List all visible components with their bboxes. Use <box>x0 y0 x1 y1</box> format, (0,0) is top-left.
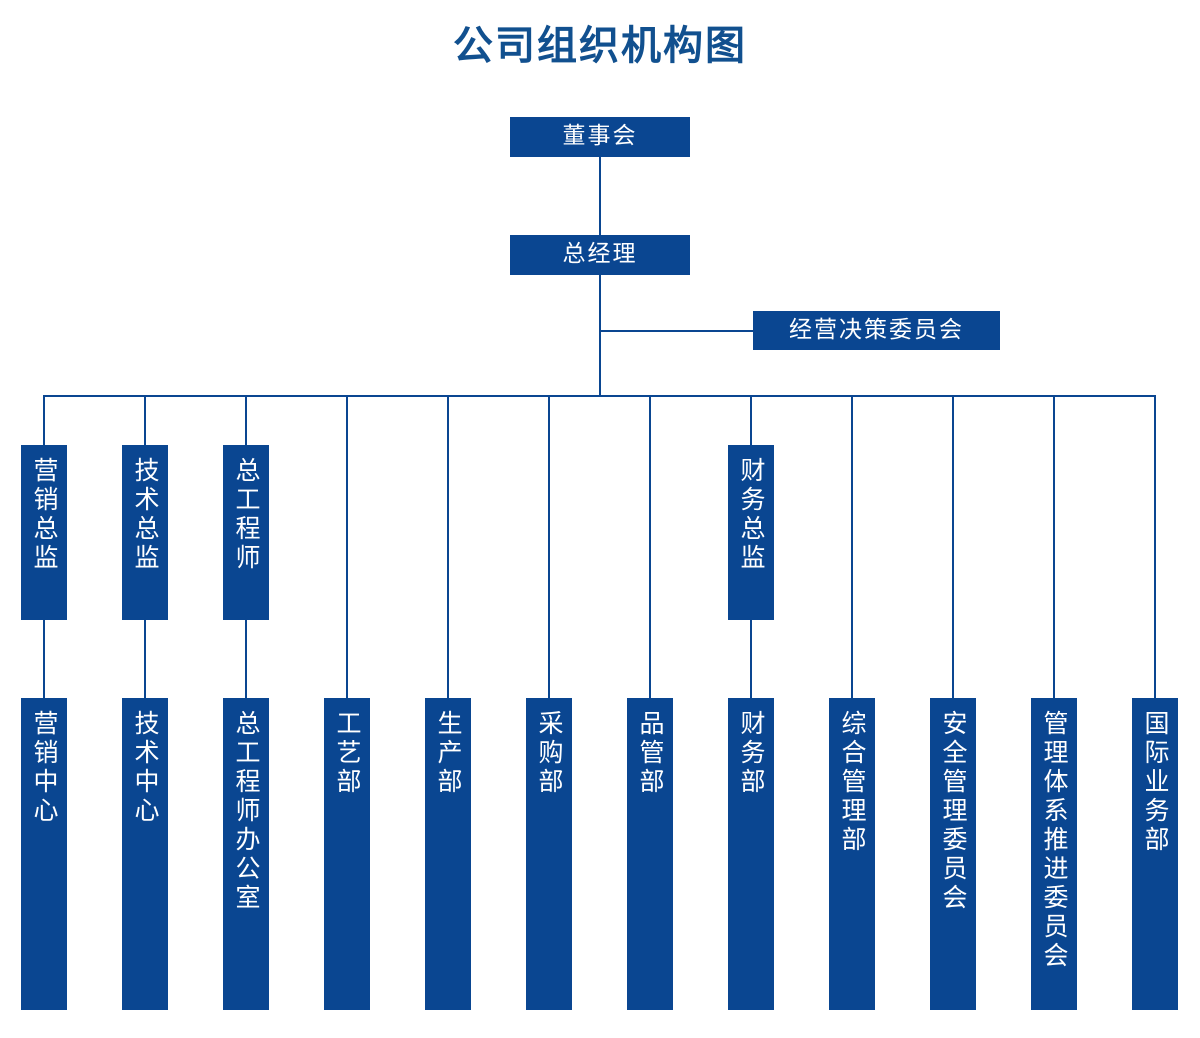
node-dept-chief-engineer-office-label: 总工程师办公室 <box>232 710 261 913</box>
node-decision-committee[interactable]: 经营决策委员会 <box>753 311 1000 350</box>
node-director-finance[interactable]: 财务总监 <box>728 445 774 620</box>
node-decision-committee-label: 经营决策委员会 <box>789 316 964 343</box>
node-chief-engineer[interactable]: 总工程师 <box>223 445 269 620</box>
node-director-finance-label: 财务总监 <box>737 457 766 573</box>
node-director-technology-label: 技术总监 <box>131 457 160 573</box>
node-dept-chief-engineer-office[interactable]: 总工程师办公室 <box>223 698 269 1010</box>
node-board[interactable]: 董事会 <box>510 117 690 157</box>
connector-drop-10 <box>952 395 954 698</box>
node-dept-production[interactable]: 生产部 <box>425 698 471 1010</box>
node-dept-management-system-committee[interactable]: 管理体系推进委员会 <box>1031 698 1077 1010</box>
node-dept-quality-control-label: 品管部 <box>636 710 665 797</box>
node-dept-international-business-label: 国际业务部 <box>1141 710 1170 855</box>
node-dept-international-business[interactable]: 国际业务部 <box>1132 698 1178 1010</box>
node-director-marketing-label: 营销总监 <box>30 457 59 573</box>
connector-drop-4 <box>346 395 348 698</box>
node-general-manager-label: 总经理 <box>562 241 638 268</box>
connector-drop-3 <box>245 395 247 445</box>
connector-drop-1 <box>43 395 45 445</box>
node-dept-technology-center[interactable]: 技术中心 <box>122 698 168 1010</box>
connector-to-decision-committee <box>599 330 754 332</box>
connector-board-to-general-manager <box>599 157 601 235</box>
connector-drop-8 <box>750 395 752 445</box>
node-general-manager[interactable]: 总经理 <box>510 235 690 275</box>
connector-marketing-director-to-center <box>43 620 45 698</box>
connector-drop-2 <box>144 395 146 445</box>
node-dept-purchasing-label: 采购部 <box>535 710 564 797</box>
node-dept-quality-control[interactable]: 品管部 <box>627 698 673 1010</box>
connector-main-bus <box>43 395 1155 397</box>
node-dept-purchasing[interactable]: 采购部 <box>526 698 572 1010</box>
connector-general-manager-trunk <box>599 275 601 397</box>
node-dept-safety-committee[interactable]: 安全管理委员会 <box>930 698 976 1010</box>
node-dept-safety-committee-label: 安全管理委员会 <box>939 710 968 913</box>
connector-drop-9 <box>851 395 853 698</box>
node-dept-technology-center-label: 技术中心 <box>131 710 160 826</box>
node-dept-general-administration-label: 综合管理部 <box>838 710 867 855</box>
connector-chief-engineer-to-office <box>245 620 247 698</box>
connector-drop-11 <box>1053 395 1055 698</box>
connector-drop-12 <box>1154 395 1156 698</box>
node-dept-marketing-center-label: 营销中心 <box>30 710 59 826</box>
node-chief-engineer-label: 总工程师 <box>232 457 261 573</box>
connector-drop-5 <box>447 395 449 698</box>
node-dept-process[interactable]: 工艺部 <box>324 698 370 1010</box>
node-dept-management-system-committee-label: 管理体系推进委员会 <box>1040 710 1069 971</box>
connector-drop-7 <box>649 395 651 698</box>
node-dept-process-label: 工艺部 <box>333 710 362 797</box>
node-director-technology[interactable]: 技术总监 <box>122 445 168 620</box>
node-dept-marketing-center[interactable]: 营销中心 <box>21 698 67 1010</box>
node-dept-general-administration[interactable]: 综合管理部 <box>829 698 875 1010</box>
node-board-label: 董事会 <box>562 123 638 150</box>
node-dept-finance[interactable]: 财务部 <box>728 698 774 1010</box>
node-dept-production-label: 生产部 <box>434 710 463 797</box>
connector-finance-director-to-department <box>750 620 752 698</box>
connector-drop-6 <box>548 395 550 698</box>
connector-technology-director-to-center <box>144 620 146 698</box>
node-director-marketing[interactable]: 营销总监 <box>21 445 67 620</box>
page-title: 公司组织机构图 <box>453 23 747 69</box>
node-dept-finance-label: 财务部 <box>737 710 766 797</box>
